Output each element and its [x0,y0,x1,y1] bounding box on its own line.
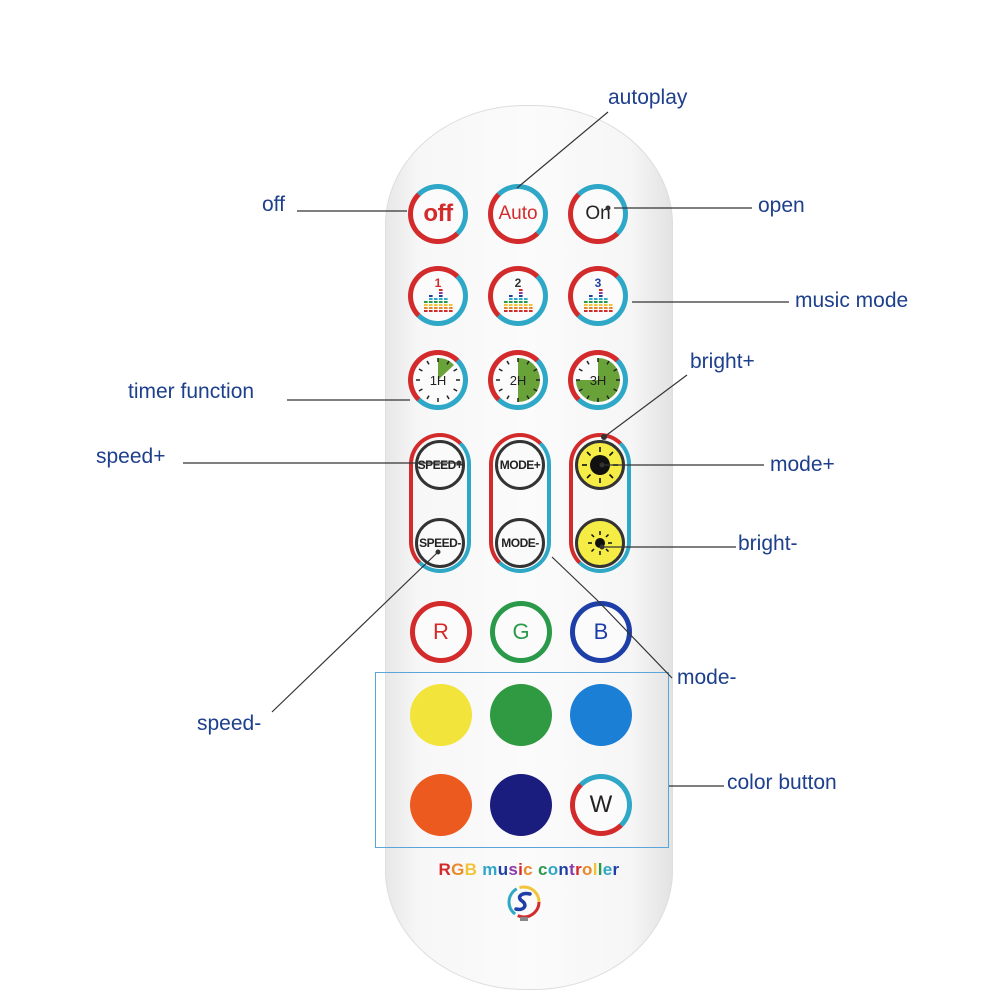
bright-plus-button[interactable] [575,440,625,490]
equalizer-bars [584,289,613,312]
callout-color-button: color button [727,771,837,794]
auto-button[interactable]: Auto [488,184,548,244]
equalizer-icon: 2 [504,276,533,312]
auto-button-label: Auto [498,203,538,224]
equalizer-icon: 1 [424,276,453,312]
b-button-label: B [593,619,609,644]
white-color-button[interactable]: W [570,774,632,836]
equalizer-icon: 3 [584,276,613,312]
mode-plus-label: MODE+ [499,458,541,472]
timer-2h-label: 2H [510,373,527,388]
callout-open: open [758,194,805,217]
callout-autoplay: autoplay [608,86,688,109]
callout-off: off [262,193,285,216]
callout-mode-minus: mode- [677,666,737,689]
mode-plus-button[interactable]: MODE+ [495,440,545,490]
callout-bright-plus: bright+ [690,350,755,373]
r-button-label: R [433,619,449,644]
sun-small-icon [588,531,612,555]
on-button[interactable]: On [568,184,628,244]
timer-3h-button[interactable]: 3H [568,350,628,410]
timer-1h-button[interactable]: 1H [408,350,468,410]
callout-speed-minus: speed- [197,712,262,735]
timer-1h-label: 1H [430,373,447,388]
clock-icon: 1H [416,358,460,402]
speed-plus-button[interactable]: SPEED+ [415,440,465,490]
g-button-label: G [512,619,530,644]
brand-text: RGB music controller [438,860,620,879]
callout-mode-plus: mode+ [770,453,835,476]
callout-speed-plus: speed+ [96,445,166,468]
on-button-label: On [585,203,611,224]
speed-minus-button[interactable]: SPEED- [415,518,465,568]
blue-color-button[interactable] [570,684,632,746]
off-button-label: off [423,200,453,227]
music-mode-2-number: 2 [515,276,522,290]
callout-timer-function: timer function [128,380,255,403]
r-button[interactable]: R [410,601,472,663]
speed-minus-label: SPEED- [419,536,461,550]
clock-icon: 3H [576,358,620,402]
music-mode-1-button[interactable]: 1 [408,266,468,326]
music-mode-2-button[interactable]: 2 [488,266,548,326]
off-button[interactable]: off [408,184,468,244]
navy-color-button[interactable] [490,774,552,836]
clock-icon: 2H [496,358,540,402]
white-button-label: W [589,791,613,818]
callout-music-mode: music mode [795,289,909,312]
green-color-button[interactable] [490,684,552,746]
equalizer-bars [424,289,453,312]
sun-large-icon [582,447,618,483]
equalizer-bars [504,289,533,312]
brand-logo-icon [507,885,541,921]
orange-color-button[interactable] [410,774,472,836]
color-button-group-box [375,672,669,848]
callout-bright-minus: bright- [738,532,798,555]
g-button[interactable]: G [490,601,552,663]
speed-pill: SPEED+ SPEED- [409,433,471,573]
speed-plus-label: SPEED+ [417,458,463,472]
music-mode-3-button[interactable]: 3 [568,266,628,326]
bright-minus-button[interactable] [575,518,625,568]
music-mode-3-number: 3 [595,276,602,290]
timer-3h-label: 3H [590,373,607,388]
mode-minus-button[interactable]: MODE- [495,518,545,568]
timer-2h-button[interactable]: 2H [488,350,548,410]
b-button[interactable]: B [570,601,632,663]
music-mode-1-number: 1 [435,276,442,290]
bright-pill [569,433,631,573]
mode-minus-label: MODE- [501,536,539,550]
mode-pill: MODE+ MODE- [489,433,551,573]
